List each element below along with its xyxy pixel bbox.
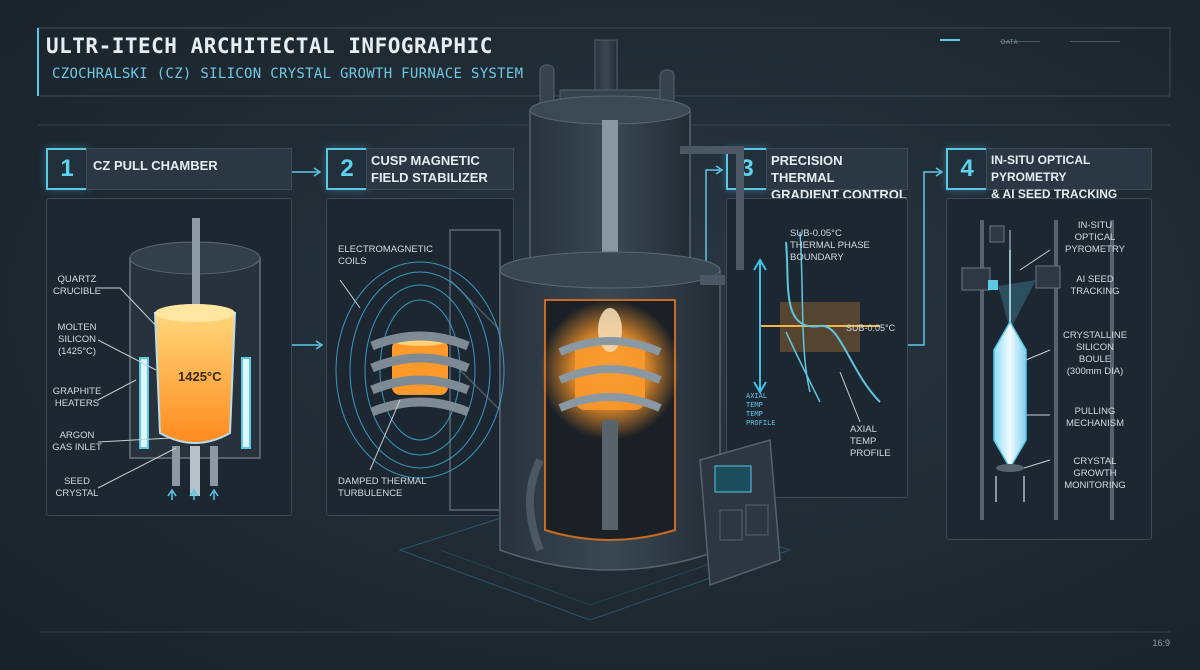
panel-4-header: IN-SITU OPTICAL PYROMETRY & AI SEED TRAC… <box>986 148 1152 201</box>
melt-temperature: 1425°C <box>178 369 222 384</box>
panel-2-header: CUSP MAGNETIC FIELD STABILIZER <box>366 148 514 190</box>
pull-chamber-illustration <box>129 218 261 500</box>
page-subtitle: CZOCHRALSKI (CZ) SILICON CRYSTAL GROWTH … <box>52 66 524 82</box>
panel-3-number: 3 <box>726 148 768 190</box>
panel-2-title-line-1: CUSP MAGNETIC <box>371 153 480 168</box>
panel-1-leader-lines <box>97 287 177 489</box>
page-title: ULTR-ITECH ARCHITECTAL INFOGRAPHIC <box>46 34 493 58</box>
panel-3-title-line-1: PRECISION THERMAL <box>771 153 843 185</box>
thermal-gradient-chart <box>753 231 881 423</box>
tab-data[interactable]: DATA <box>1001 40 1019 46</box>
aspect-ratio-label: 16:9 <box>1152 638 1170 648</box>
panel-1-header: CZ PULL CHAMBER <box>86 148 292 190</box>
panel-2-title-line-2: FIELD STABILIZER <box>371 170 488 185</box>
panel-1-number: 1 <box>46 148 88 190</box>
furnace-illustration <box>398 39 792 621</box>
panel-4-number: 4 <box>946 148 988 190</box>
panel-4-title-line-1: IN-SITU OPTICAL PYROMETRY <box>991 153 1091 184</box>
panel-2-number: 2 <box>326 148 368 190</box>
panel-4-title-line-2: & AI SEED TRACKING <box>991 187 1118 201</box>
magnetic-field-illustration <box>335 261 505 479</box>
panel-1-title: CZ PULL CHAMBER <box>93 158 218 173</box>
optical-pyrometry-illustration <box>961 220 1114 520</box>
label-boundary-value: SUB-0.05°C <box>846 323 896 333</box>
